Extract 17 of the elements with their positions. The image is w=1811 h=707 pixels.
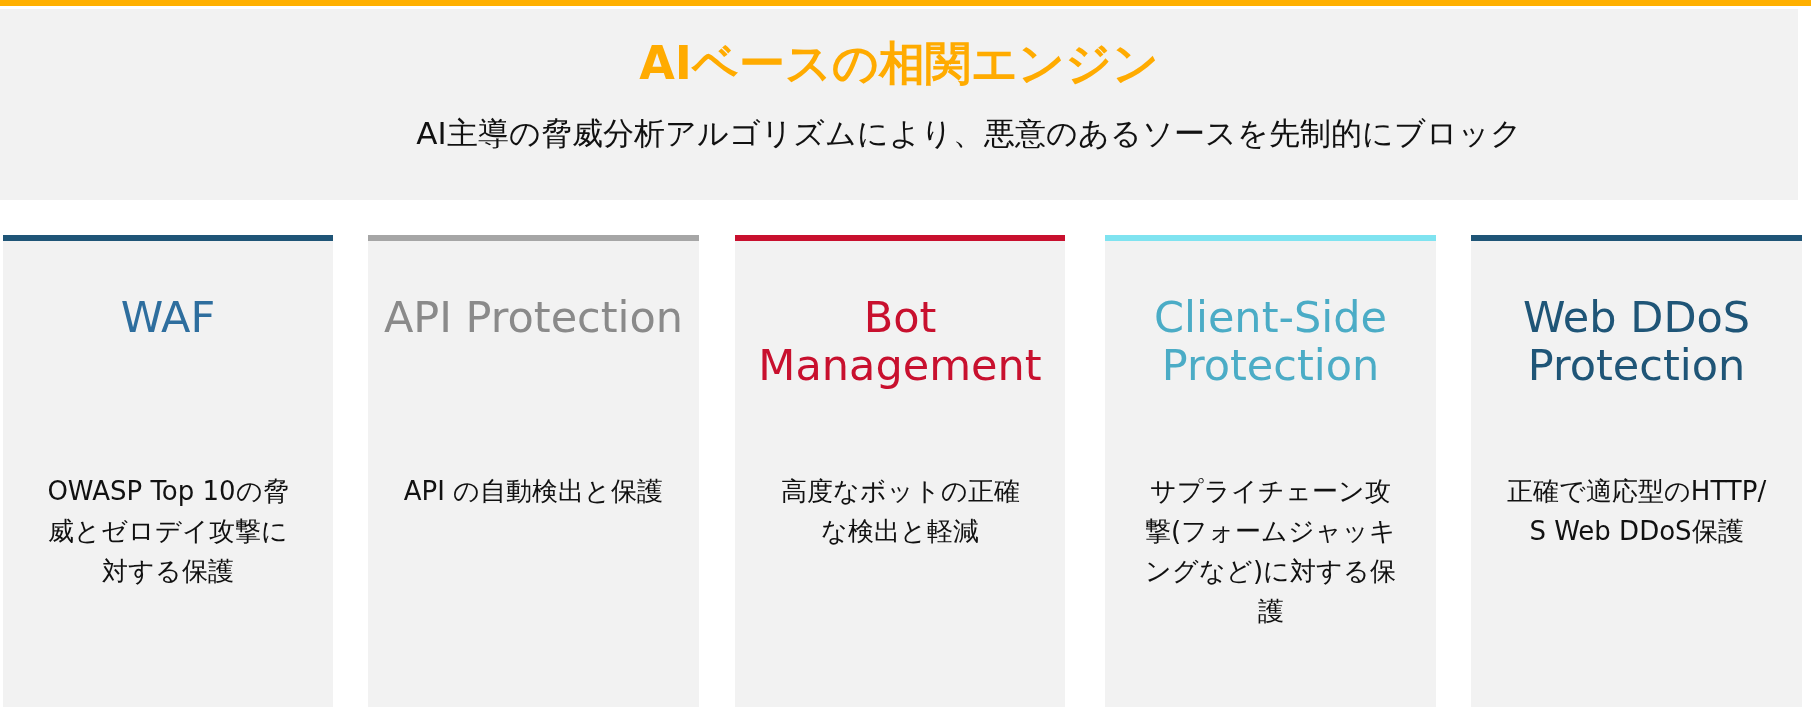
card-heading: WAF (120, 293, 216, 341)
card-description: 正確で適応型のHTTP/S Web DDoS保護 (1505, 475, 1768, 548)
card-description: OWASP Top 10の脅威とゼロデイ攻撃に対する保護 (46, 475, 290, 588)
card-heading: Web DDoS Protection (1521, 293, 1752, 389)
service-card (1105, 235, 1436, 707)
title: AIベースの相関エンジン (639, 35, 1159, 92)
service-card (3, 235, 333, 707)
card-description: API の自動検出と保護 (402, 475, 665, 508)
card-heading: Client-Side Protection (1153, 293, 1388, 389)
subtitle: AI主導の脅威分析アルゴリズムにより、悪意のあるソースを先制的にブロック (416, 114, 1522, 153)
card-description: サプライチェーン攻撃(フォームジャッキングなど)に対する保護 (1143, 475, 1398, 628)
card-heading: Bot Management (757, 293, 1043, 389)
service-card (735, 235, 1065, 707)
service-card (368, 235, 699, 707)
card-heading: API Protection (383, 293, 684, 341)
card-description: 高度なボットの正確な検出と軽減 (779, 475, 1021, 548)
service-card (1471, 235, 1802, 707)
